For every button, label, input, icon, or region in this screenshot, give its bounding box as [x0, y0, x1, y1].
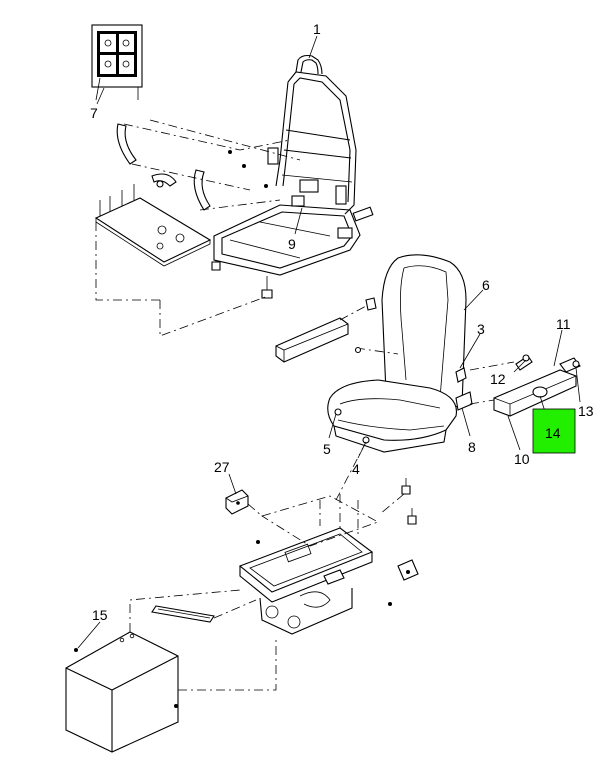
callout-4: 4 [352, 461, 360, 477]
callout-14: 14 [545, 425, 561, 441]
callout-8: 8 [468, 439, 476, 455]
callout-6: 6 [482, 277, 490, 293]
callout-labels: 1 7 9 6 3 11 12 13 5 4 8 10 14 27 15 [90, 21, 594, 623]
callout-15: 15 [92, 607, 108, 623]
part-7-label-card [91, 24, 143, 101]
strap-pieces [116, 123, 268, 211]
callout-9: 9 [288, 236, 296, 252]
suspension-base [238, 527, 419, 635]
callout-1: 1 [313, 21, 321, 37]
callout-10: 10 [514, 451, 530, 467]
part-27-bracket [225, 489, 263, 517]
base-plate [94, 184, 212, 267]
armrest-left [275, 297, 399, 363]
callout-11: 11 [556, 316, 571, 332]
callout-13: 13 [578, 403, 594, 419]
part-15-storage-box [65, 589, 277, 753]
mount-plate [261, 494, 379, 547]
callout-12: 12 [490, 371, 506, 387]
part-6-seat-cushion [327, 254, 473, 453]
fasteners [335, 441, 417, 606]
part-1-seat-frame [211, 54, 374, 299]
callout-leaders [77, 35, 581, 649]
callout-7: 7 [90, 105, 98, 121]
part-14-highlight [532, 408, 576, 454]
leader-lines-top [95, 119, 301, 337]
callout-3: 3 [477, 321, 485, 337]
armrest-right [469, 354, 581, 417]
slide-rail [151, 599, 257, 623]
callout-27: 27 [214, 459, 230, 475]
callout-5: 5 [323, 441, 331, 457]
